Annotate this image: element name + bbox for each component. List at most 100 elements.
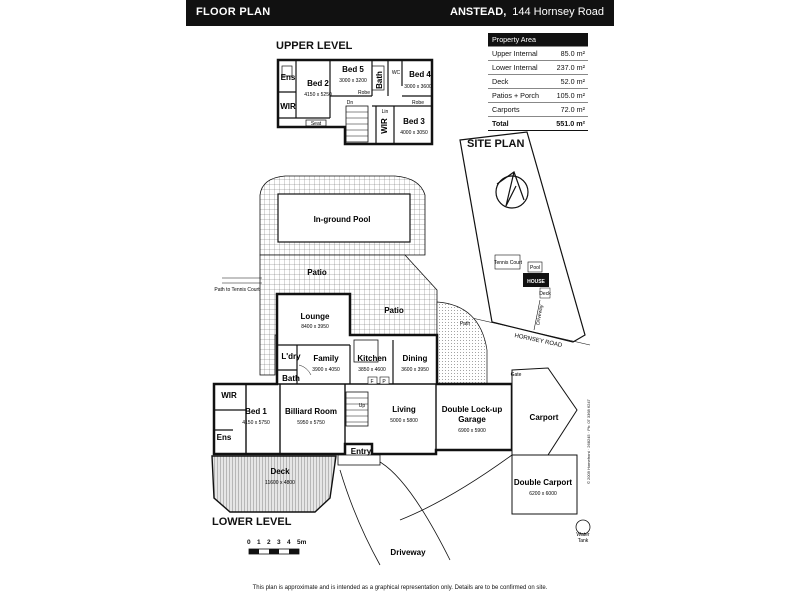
double-carport-dim: 6200 x 6000 xyxy=(529,491,557,497)
site-plan: Tennis Court Pool HOUSE Deck Driveway HO… xyxy=(459,131,591,349)
upper-wc-label: WC xyxy=(392,70,401,76)
disclaimer: This plan is approximate and is intended… xyxy=(252,585,548,591)
kitchen-dim: 3850 x 4600 xyxy=(358,367,386,373)
table-title: Property Area xyxy=(488,33,588,47)
upper-wir2-label: WIR xyxy=(380,118,389,134)
street-address: 144 Hornsey Road xyxy=(512,6,604,18)
lounge-label: Lounge xyxy=(301,312,330,321)
side-credit: © 2009 Homefront · 268245 · Ph: 07 3368 … xyxy=(586,399,591,484)
deck-label: Deck xyxy=(270,467,290,476)
upper-ens-label: Ens xyxy=(281,73,296,82)
site-road-label: HORNSEY ROAD xyxy=(514,333,563,349)
pantry-label: P xyxy=(382,379,386,385)
row-value: 72.0 m² xyxy=(548,102,588,117)
lower-wir-label: WIR xyxy=(221,391,237,400)
scale-tick-1: 1 xyxy=(257,539,261,546)
carport-label: Carport xyxy=(530,413,559,422)
upper-robe2-label: Robe xyxy=(412,100,424,106)
site-plan-title: SITE PLAN xyxy=(467,138,525,150)
lower-level-title: LOWER LEVEL xyxy=(212,516,292,528)
upper-lin-label: Lin xyxy=(382,109,389,115)
total-value: 551.0 m² xyxy=(548,116,588,131)
address: ANSTEAD,144 Hornsey Road xyxy=(450,6,604,18)
upper-seat-label: Seat xyxy=(311,121,322,127)
lounge-dim: 8400 x 3950 xyxy=(301,324,329,330)
scale-tick-2: 2 xyxy=(267,539,271,546)
table-header-row: Property Area xyxy=(488,33,588,47)
billiard-label: Billiard Room xyxy=(285,407,337,416)
patio-right-label: Patio xyxy=(384,306,404,315)
double-carport-label: Double Carport xyxy=(514,478,573,487)
garage-dim: 6900 x 5900 xyxy=(458,428,486,434)
billiard-dim: 5950 x 5750 xyxy=(297,420,325,426)
site-tennis-label: Tennis Court xyxy=(494,260,523,266)
laundry-label: L'dry xyxy=(281,352,301,361)
row-value: 52.0 m² xyxy=(548,74,588,89)
kitchen-label: Kitchen xyxy=(357,354,386,363)
bed3-label: Bed 3 xyxy=(403,117,425,126)
site-deck-label: Deck xyxy=(539,291,551,297)
north-arrow-icon xyxy=(495,171,529,209)
tank-label: Tank xyxy=(578,538,589,544)
pool-label: In-ground Pool xyxy=(314,215,371,224)
upper-robe-label: Robe xyxy=(358,90,370,96)
bed3-dim: 4000 x 3050 xyxy=(400,130,428,136)
row-label: Lower Internal xyxy=(488,60,549,75)
bed1-label: Bed 1 xyxy=(245,407,267,416)
scale-tick-4: 4 xyxy=(287,539,291,546)
lower-level-plan xyxy=(211,175,591,566)
living-dim: 5000 x 5800 xyxy=(390,418,418,424)
family-dim: 3900 x 4050 xyxy=(312,367,340,373)
upper-level-plan xyxy=(276,58,434,146)
lower-ens-label: Ens xyxy=(217,433,232,442)
dining-label: Dining xyxy=(403,354,428,363)
bed5-dim: 3000 x 3200 xyxy=(339,78,367,84)
living-label: Living xyxy=(392,405,416,414)
bed2-label: Bed 2 xyxy=(307,79,329,88)
floor-plan-title: FLOOR PLAN xyxy=(196,6,271,18)
gate-label: Gate xyxy=(511,372,522,378)
upper-dn-label: Dn xyxy=(347,100,354,106)
upper-bath-label: Bath xyxy=(375,71,384,89)
fridge-label: F xyxy=(370,379,373,385)
path-label: Path xyxy=(460,321,471,327)
upper-level-labels: Ens Bed 2 4150 x 5250 WIR Bed 5 3000 x 3… xyxy=(280,65,432,136)
site-house-label: HOUSE xyxy=(527,279,545,285)
entry-label: Entry xyxy=(351,447,372,456)
garage-label-2: Garage xyxy=(458,415,486,424)
total-label: Total xyxy=(488,116,549,131)
scale-tick-0: 0 xyxy=(247,539,251,546)
lower-bath-label: Bath xyxy=(282,374,300,383)
bed4-label: Bed 4 xyxy=(409,70,431,79)
family-label: Family xyxy=(313,354,339,363)
row-label: Patios + Porch xyxy=(488,88,549,103)
deck-dim: 11600 x 4800 xyxy=(265,480,295,486)
row-label: Upper Internal xyxy=(488,46,549,61)
header-bar: FLOOR PLAN ANSTEAD,144 Hornsey Road xyxy=(186,0,614,26)
scale-bar xyxy=(248,548,300,555)
scale-tick-5m: 5m xyxy=(297,539,307,546)
site-pool-label: Pool xyxy=(530,265,540,271)
scale-tick-3: 3 xyxy=(277,539,281,546)
row-value: 85.0 m² xyxy=(548,46,588,61)
lower-level-labels: In-ground Pool Patio Path to Tennis Cour… xyxy=(214,215,590,557)
bed5-label: Bed 5 xyxy=(342,65,364,74)
bed1-dim: 4150 x 5750 xyxy=(242,420,270,426)
driveway-label: Driveway xyxy=(390,548,426,557)
row-value: 237.0 m² xyxy=(548,60,588,75)
path-tennis-label: Path to Tennis Court xyxy=(214,287,260,293)
patio-top-label: Patio xyxy=(307,268,327,277)
upper-level-title: UPPER LEVEL xyxy=(276,40,353,52)
dining-dim: 3600 x 3950 xyxy=(401,367,429,373)
row-label: Carports xyxy=(488,102,549,117)
garage-label-1: Double Lock-up xyxy=(442,405,503,414)
bed2-dim: 4150 x 5250 xyxy=(304,92,332,98)
upper-wir-label: WIR xyxy=(280,102,296,111)
site-driveway-label: Driveway xyxy=(535,304,545,326)
